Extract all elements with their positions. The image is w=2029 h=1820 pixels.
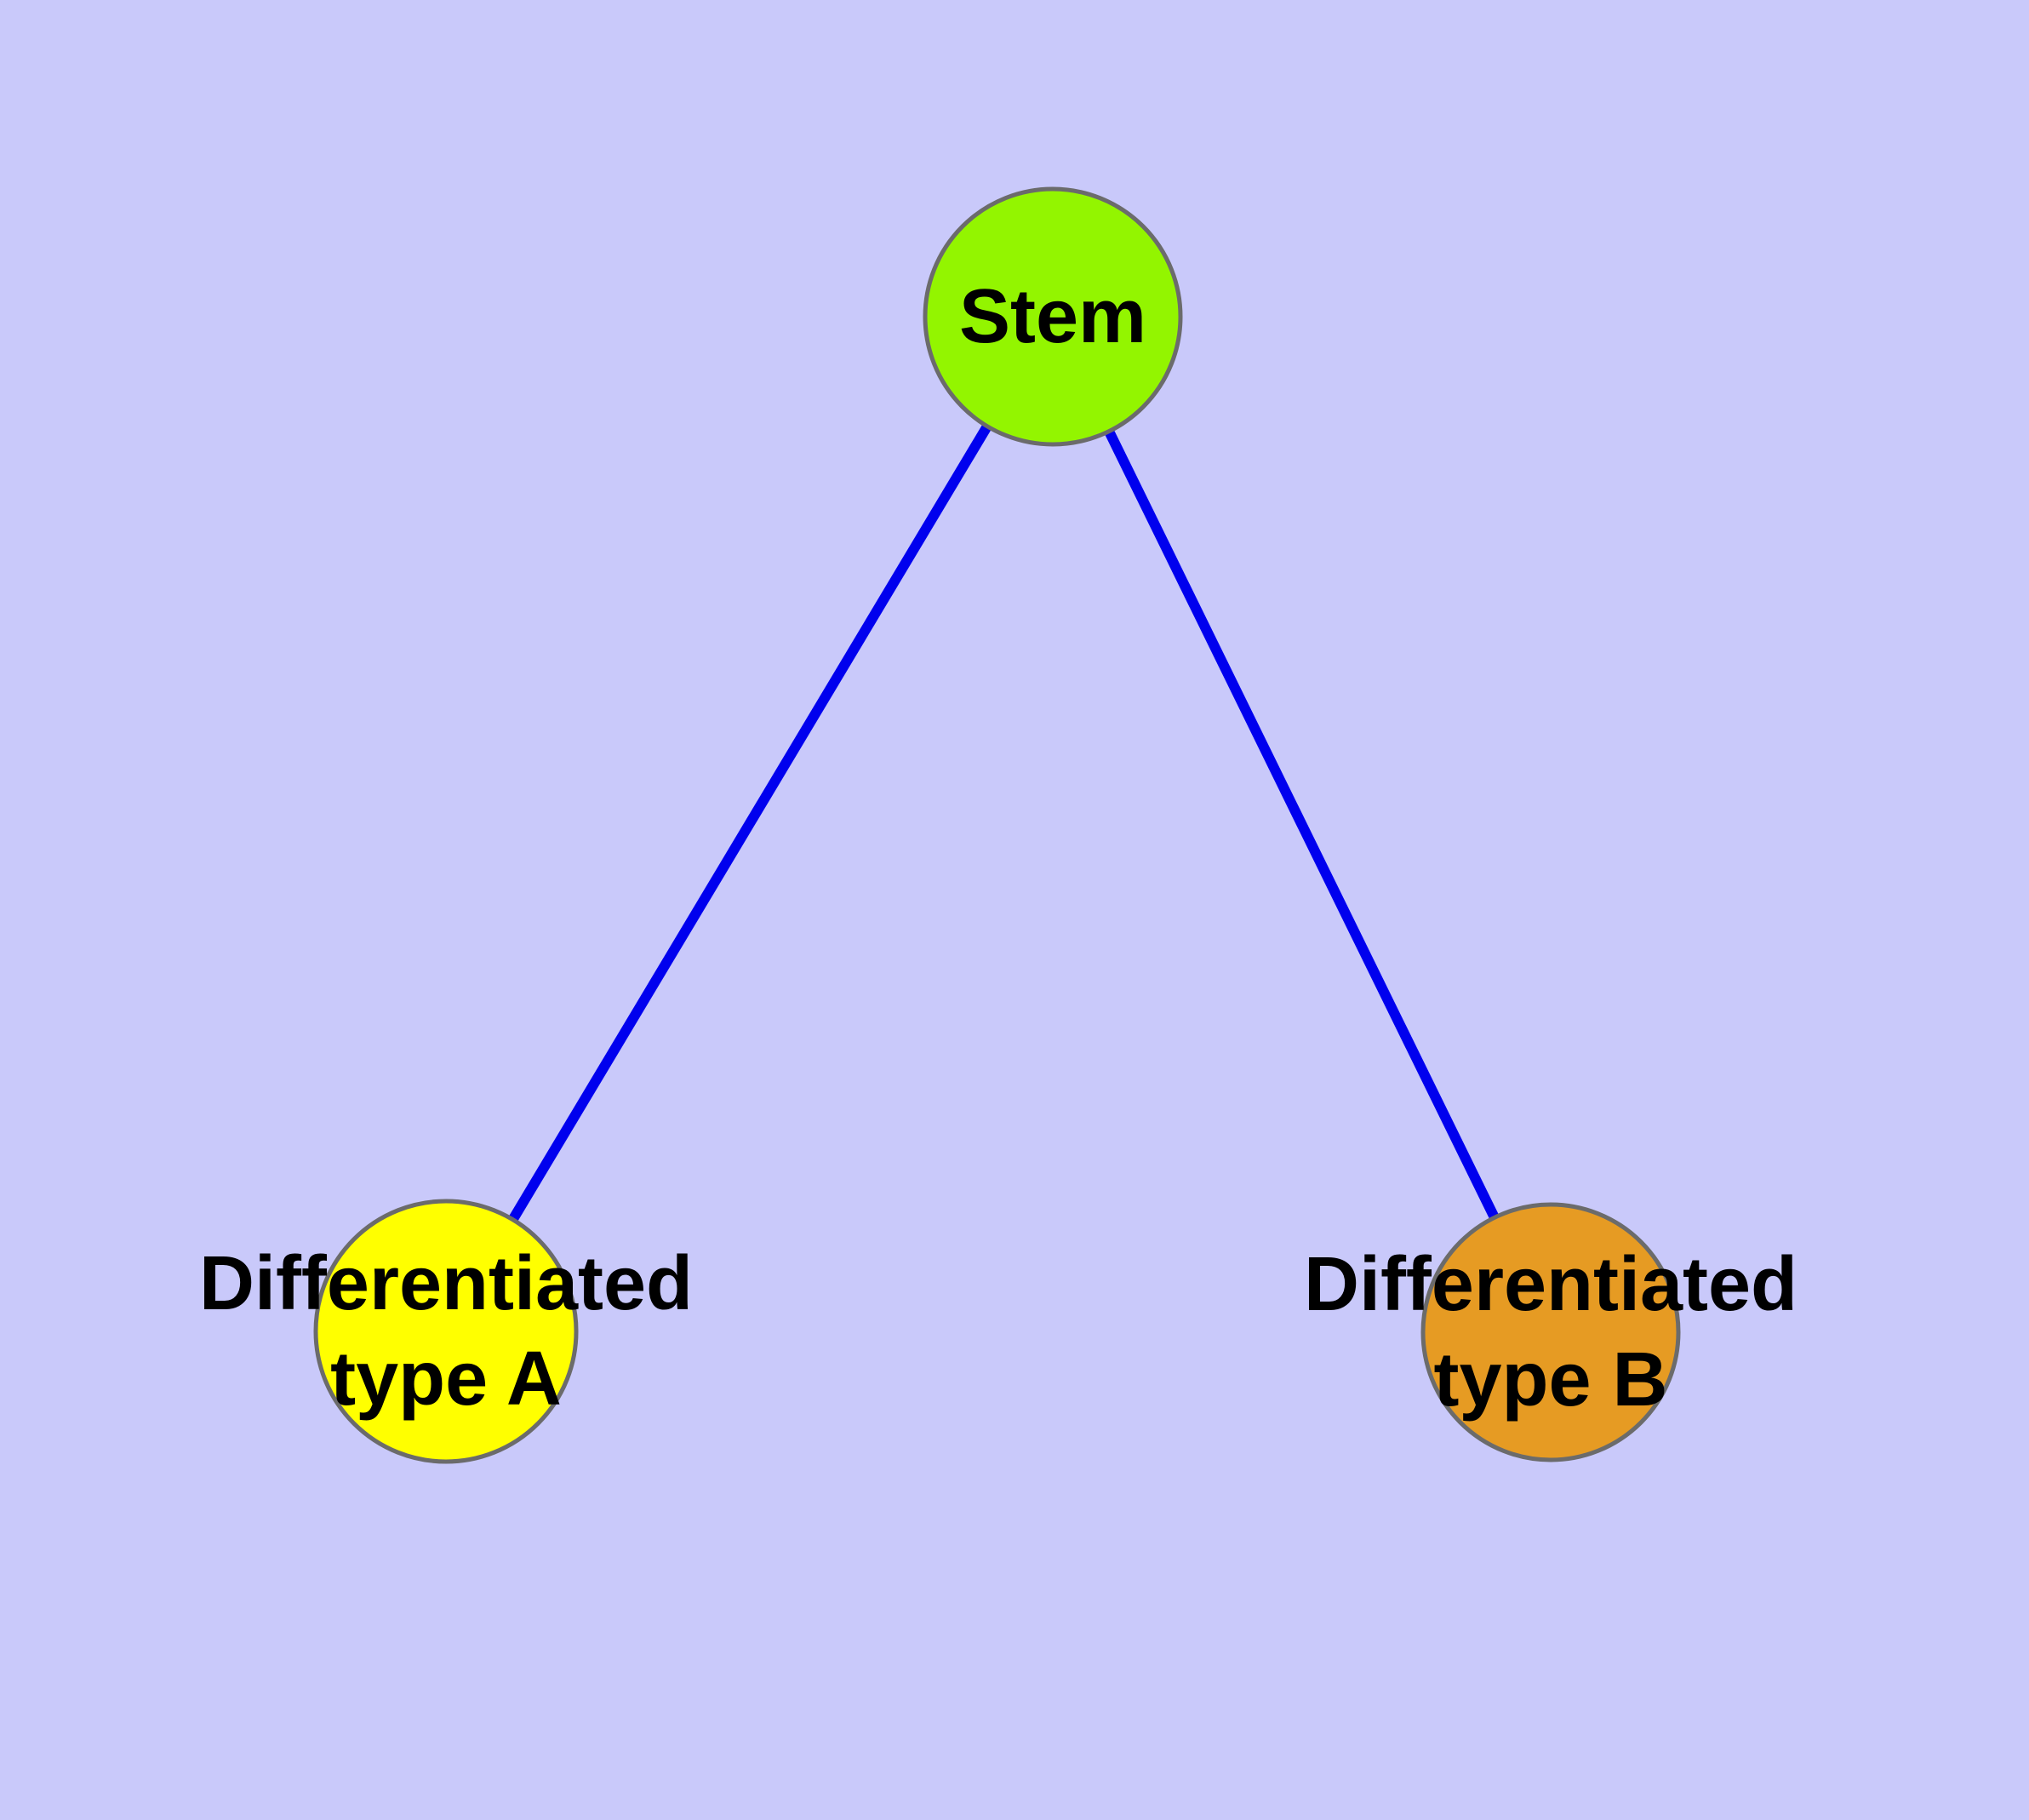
- edge-stem-to-differentiated-type-a: [441, 313, 1058, 1335]
- node-stem: [923, 186, 1183, 447]
- node-differentiated-type-a: [313, 1199, 579, 1464]
- edges-layer: [441, 313, 1556, 1335]
- nodes-layer: [313, 186, 1681, 1464]
- node-differentiated-type-b: [1420, 1202, 1681, 1462]
- edge-stem-to-differentiated-type-b: [1048, 314, 1556, 1335]
- node-label-stem: Stem: [959, 274, 1146, 359]
